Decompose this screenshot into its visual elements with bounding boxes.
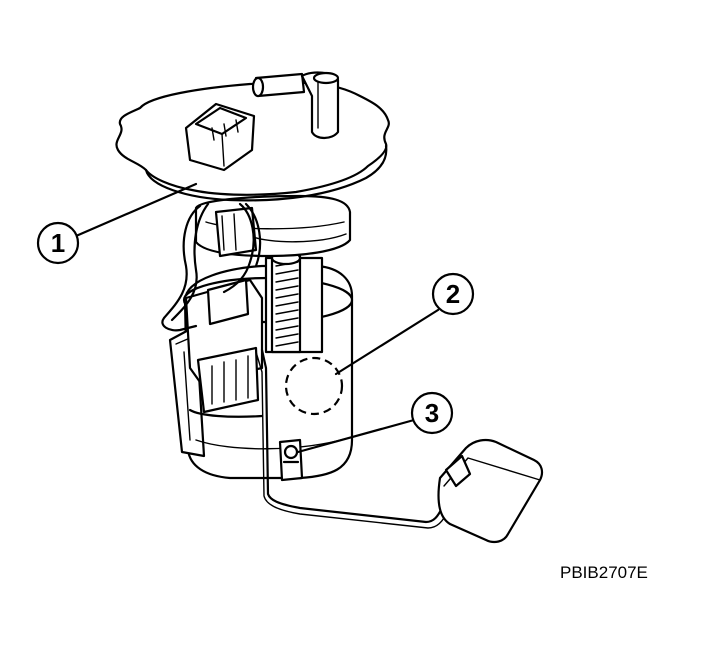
leader-lines xyxy=(74,182,440,454)
fuel-outlet-pipe xyxy=(251,71,340,140)
wiring-harness xyxy=(161,202,262,332)
callout-2-number: 2 xyxy=(446,279,460,309)
dashed-highlight-circle xyxy=(284,356,344,416)
callout-2: 2 xyxy=(431,272,475,316)
top-flange xyxy=(115,71,390,202)
callout-1: 1 xyxy=(36,221,80,265)
clip xyxy=(278,438,304,482)
callout-1-number: 1 xyxy=(51,228,65,258)
sender-bracket xyxy=(184,206,264,414)
pump-column xyxy=(264,250,324,354)
callout-3: 3 xyxy=(410,391,454,435)
float-arm xyxy=(188,348,449,529)
electrical-connector xyxy=(184,102,256,172)
float xyxy=(437,438,544,544)
figure-code: PBIB2707E xyxy=(560,563,648,582)
callout-3-number: 3 xyxy=(425,398,439,428)
